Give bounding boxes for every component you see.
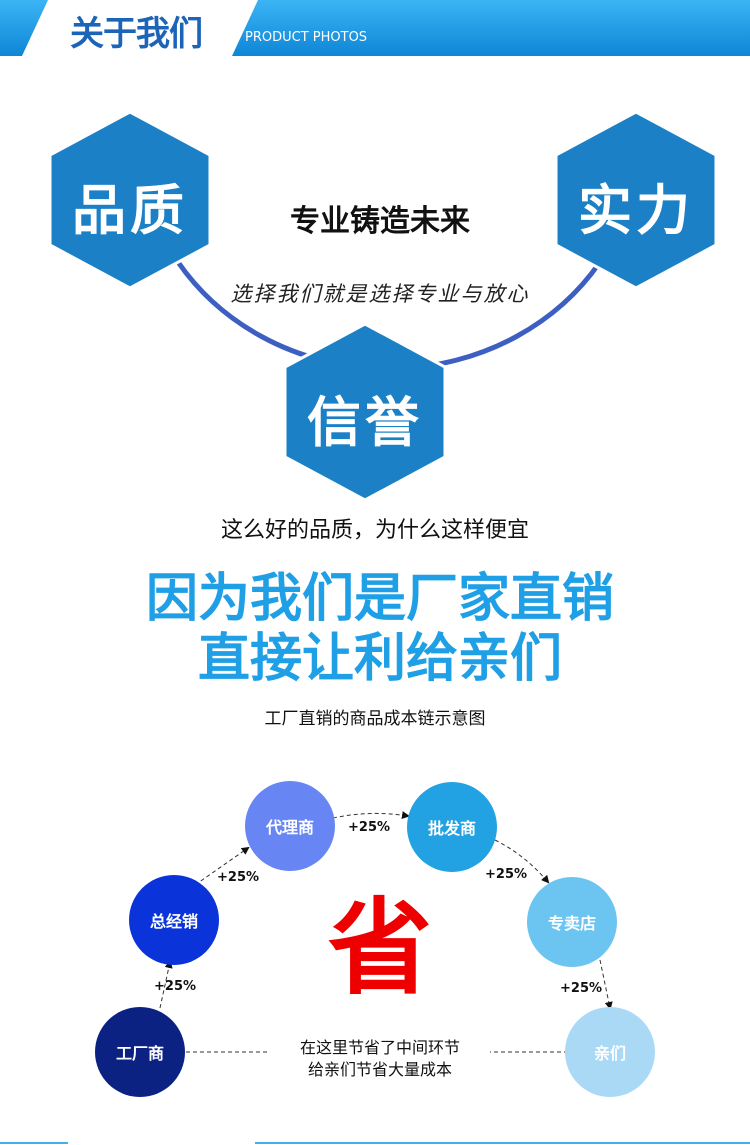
tagline: 选择我们就是选择专业与放心	[230, 282, 530, 306]
headline-2: 直接让利给亲们	[197, 629, 562, 689]
save-note-2: 给亲们节省大量成本	[307, 1060, 452, 1079]
save-note-1: 在这里节省了中间环节	[270, 1034, 490, 1058]
markup-label: +25%	[217, 870, 260, 885]
header-title: 关于我们	[70, 14, 203, 54]
question: 这么好的品质，为什么这样便宜	[220, 518, 529, 543]
headline-1: 因为我们是厂家直销	[145, 569, 614, 629]
chain-node-factory: 工厂商	[95, 1007, 185, 1097]
hex-label-quality: 品质	[72, 179, 188, 242]
chain-node-store: 专卖店	[527, 877, 617, 967]
chain-node-customers: 亲们	[565, 1007, 655, 1097]
arrow-2	[194, 846, 250, 886]
markup-label: +25%	[485, 867, 528, 882]
markup-label: +25%	[560, 981, 603, 996]
hex-label-reputation: 信誉	[307, 391, 423, 454]
slogan: 专业铸造未来	[290, 204, 470, 239]
arrow-5	[599, 959, 613, 1010]
hex-label-strength: 实力	[578, 179, 694, 242]
arrow-3	[332, 811, 410, 820]
header-white-slant	[22, 0, 258, 56]
chain-node-wholesaler: 批发商	[407, 782, 497, 872]
arrow-1	[159, 960, 173, 1009]
header-subtitle: PRODUCT PHOTOS	[245, 30, 368, 45]
hexagon-strength	[554, 110, 718, 290]
chain-node-agent: 代理商	[245, 781, 335, 871]
markup-label: +25%	[348, 820, 391, 835]
hexagon-graphic	[48, 110, 718, 502]
save-character: 省	[327, 887, 432, 1009]
diagram-title: 工厂直销的商品成本链示意图	[264, 709, 486, 729]
hexagon-quality	[48, 110, 212, 290]
markup-label: +25%	[154, 979, 197, 994]
hexagon-reputation	[283, 322, 447, 502]
chain-node-distributor: 总经销	[129, 875, 219, 965]
